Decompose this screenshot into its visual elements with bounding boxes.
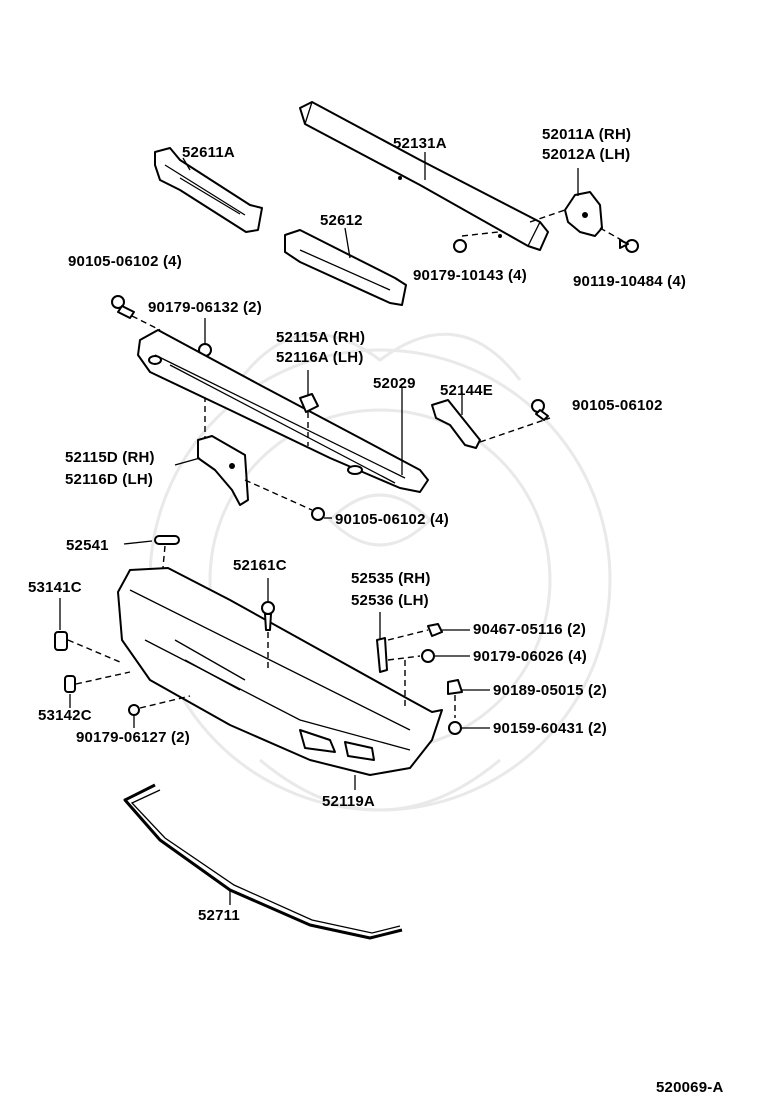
label-52611a: 52611A [182, 144, 235, 161]
label-52116d: 52116D (LH) [65, 471, 153, 488]
clip-90467-05116 [427, 623, 470, 637]
cap-53141c [54, 598, 121, 663]
label-90105-06102-4c: 90105-06102 (4) [335, 511, 449, 528]
bolt-90105-06102-b [531, 399, 549, 421]
label-52541: 52541 [66, 537, 109, 554]
label-52029: 52029 [373, 375, 416, 392]
nut-90179-06026 [421, 649, 470, 663]
label-90119-10484: 90119-10484 (4) [573, 273, 686, 290]
side-bracket-52011a [529, 168, 626, 243]
label-90189-05015: 90189-05015 (2) [493, 682, 607, 699]
bolt-90119-10484 [619, 239, 639, 253]
label-52011a: 52011A (RH) [542, 126, 631, 143]
label-52612: 52612 [320, 212, 363, 229]
label-52116a: 52116A (LH) [276, 349, 364, 366]
reinforcement-52029 [137, 329, 429, 493]
bracket-52611a [154, 147, 263, 233]
bumper-cover-52119a [117, 567, 443, 790]
label-90105-06102-4a: 90105-06102 (4) [68, 253, 182, 270]
nut-90179-06127 [128, 695, 191, 728]
label-90179-06127: 90179-06127 (2) [76, 729, 190, 746]
label-52115d: 52115D (RH) [65, 449, 155, 466]
label-52115a: 52115A (RH) [276, 329, 365, 346]
bracket-52144e [431, 392, 551, 449]
part-labels: 52611A 52131A 52011A (RH) 52012A (LH) 52… [28, 126, 723, 1096]
label-52144e: 52144E [440, 382, 493, 399]
label-52536: 52536 (LH) [351, 592, 429, 609]
label-90159-60431: 90159-60431 (2) [493, 720, 607, 737]
bolt-90105-06102-a [111, 295, 161, 331]
reinforcement-52131a [299, 101, 549, 251]
label-52535: 52535 (RH) [351, 570, 431, 587]
nut-90189-05015 [447, 679, 490, 718]
label-52131a: 52131A [393, 135, 447, 152]
cap-53142c [64, 671, 131, 708]
label-90105-06102-b: 90105-06102 [572, 397, 663, 414]
bolt-90179-10143 [453, 231, 499, 253]
label-90179-06132: 90179-06132 (2) [148, 299, 262, 316]
label-90179-06026: 90179-06026 (4) [473, 648, 587, 665]
retainer-52535 [376, 612, 429, 710]
label-90179-10143: 90179-10143 (4) [413, 267, 527, 284]
bracket-52612 [284, 227, 407, 306]
label-52012a: 52012A (LH) [542, 146, 630, 163]
screw-90159-60431 [448, 721, 490, 735]
label-90467-05116: 90467-05116 (2) [473, 621, 586, 638]
clip-52115a [299, 370, 319, 446]
diagram-id-label: 520069-A [656, 1079, 723, 1096]
pad-52541 [123, 535, 180, 579]
label-52119a: 52119A [322, 793, 375, 810]
bolt-90105-06102-c [311, 507, 332, 521]
clip-52161c [261, 578, 275, 668]
stay-52115d [174, 435, 313, 511]
label-52161c: 52161C [233, 557, 287, 574]
label-53141c: 53141C [28, 579, 82, 596]
label-53142c: 53142C [38, 707, 92, 724]
molding-52711 [123, 783, 403, 940]
label-52711: 52711 [198, 907, 240, 924]
